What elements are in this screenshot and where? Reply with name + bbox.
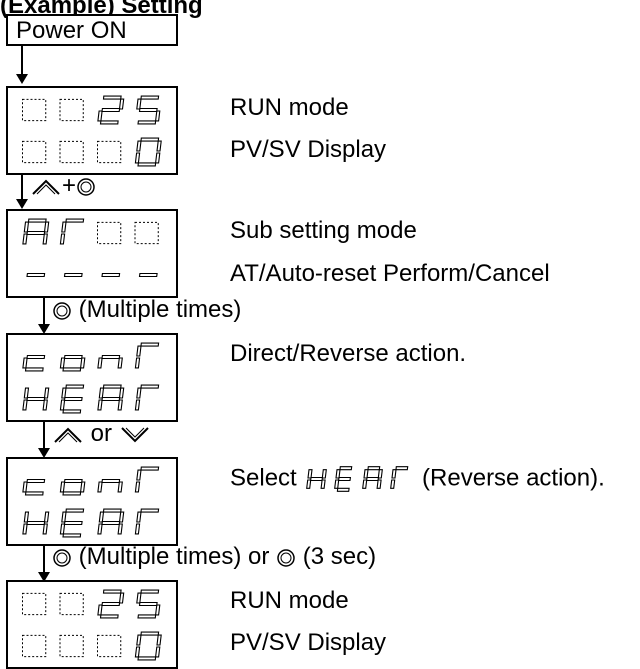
step-4-label-a: (Multiple times) or bbox=[78, 543, 270, 570]
flow-arrow-1 bbox=[16, 46, 28, 84]
screen-5-desc-1: RUN mode bbox=[230, 587, 349, 614]
display-digit bbox=[26, 272, 46, 278]
sv-display bbox=[22, 137, 162, 167]
display-digit bbox=[134, 137, 162, 167]
screen-1-desc-1: RUN mode bbox=[230, 94, 349, 121]
blank-digit bbox=[59, 98, 84, 122]
display-digit bbox=[136, 589, 161, 619]
display-digit bbox=[97, 508, 125, 535]
screen-4-select-label: Select bbox=[230, 464, 297, 492]
blank-digit bbox=[22, 140, 47, 164]
mode-key-icon bbox=[277, 548, 295, 567]
blank-digit bbox=[22, 98, 47, 122]
step-2-label: (Multiple times) bbox=[78, 296, 242, 323]
display-digit bbox=[101, 272, 121, 278]
blank-digit bbox=[59, 140, 84, 164]
flow-arrow-3 bbox=[38, 298, 50, 334]
sv-display bbox=[26, 272, 158, 278]
blank-digit bbox=[97, 140, 122, 164]
display-digit bbox=[97, 589, 125, 619]
display-digit bbox=[59, 354, 86, 372]
screen-4-reverse-label: (Reverse action). bbox=[422, 464, 605, 492]
step-4: (Multiple times) or (3 sec) bbox=[52, 543, 376, 571]
display-digit bbox=[22, 218, 50, 245]
screen-2-desc-1: Sub setting mode bbox=[230, 217, 417, 244]
flow-arrow-2 bbox=[16, 175, 28, 209]
display-digit bbox=[306, 469, 328, 489]
display-digit bbox=[22, 387, 50, 411]
mode-key-icon bbox=[77, 177, 95, 196]
screen-5-desc-2: PV/SV Display bbox=[230, 629, 387, 656]
display-digit bbox=[134, 508, 160, 535]
step-4-label-b: (3 sec) bbox=[302, 543, 377, 570]
display-digit bbox=[97, 354, 123, 369]
display-digit bbox=[97, 384, 125, 411]
pv-display bbox=[22, 342, 160, 372]
display-screen-4 bbox=[6, 457, 178, 546]
step-2: (Multiple times) bbox=[52, 296, 241, 324]
display-digit bbox=[59, 218, 85, 245]
display-digit bbox=[22, 478, 46, 496]
step-1: + bbox=[30, 172, 96, 200]
inline-heat-display bbox=[306, 466, 409, 492]
display-digit bbox=[59, 508, 85, 538]
step-3: or bbox=[52, 420, 151, 448]
display-digit bbox=[134, 342, 160, 369]
display-digit bbox=[22, 354, 46, 372]
screen-2-desc-2: AT/Auto-reset Perform/Cancel bbox=[230, 260, 550, 287]
pv-display bbox=[22, 218, 159, 245]
screen-4-desc: Select (Reverse action). bbox=[230, 464, 605, 494]
display-digit bbox=[138, 272, 158, 278]
blank-digit bbox=[22, 592, 47, 616]
down-key-icon bbox=[120, 426, 149, 443]
display-digit bbox=[59, 384, 85, 414]
display-digit bbox=[97, 95, 125, 125]
pv-display bbox=[22, 589, 161, 619]
blank-digit bbox=[59, 634, 84, 658]
display-digit bbox=[134, 384, 160, 411]
sv-display bbox=[22, 384, 160, 414]
sv-display bbox=[22, 508, 160, 538]
blank-digit bbox=[97, 221, 122, 245]
display-digit bbox=[63, 272, 83, 278]
display-digit bbox=[390, 466, 409, 489]
display-digit bbox=[136, 95, 161, 125]
display-digit bbox=[334, 466, 353, 492]
pv-display bbox=[22, 466, 160, 496]
blank-digit bbox=[22, 634, 47, 658]
display-digit bbox=[59, 478, 86, 496]
blank-digit bbox=[134, 221, 159, 245]
blank-digit bbox=[97, 634, 122, 658]
display-digit bbox=[22, 511, 50, 535]
display-screen-1 bbox=[6, 86, 178, 175]
power-on-box: Power ON bbox=[6, 14, 178, 46]
blank-digit bbox=[59, 592, 84, 616]
up-key-icon bbox=[32, 179, 60, 195]
display-screen-5 bbox=[6, 580, 178, 669]
pv-display bbox=[22, 95, 161, 125]
display-screen-2 bbox=[6, 209, 178, 298]
sv-display bbox=[22, 631, 162, 661]
mode-key-icon bbox=[53, 301, 71, 320]
display-digit bbox=[362, 466, 384, 489]
screen-1-desc-2: PV/SV Display bbox=[230, 136, 387, 163]
mode-key-icon bbox=[53, 548, 71, 567]
flow-arrow-4 bbox=[38, 422, 50, 458]
power-on-label: Power ON bbox=[16, 17, 127, 44]
display-screen-3 bbox=[6, 333, 178, 422]
flow-arrow-5 bbox=[38, 546, 50, 582]
screen-3-desc-1: Direct/Reverse action. bbox=[230, 340, 467, 367]
display-digit bbox=[134, 466, 160, 493]
display-digit bbox=[134, 631, 162, 661]
step-3-label: or bbox=[90, 420, 113, 447]
up-key-icon bbox=[54, 427, 82, 443]
step-1-label: + bbox=[62, 172, 77, 199]
display-digit bbox=[97, 478, 123, 493]
